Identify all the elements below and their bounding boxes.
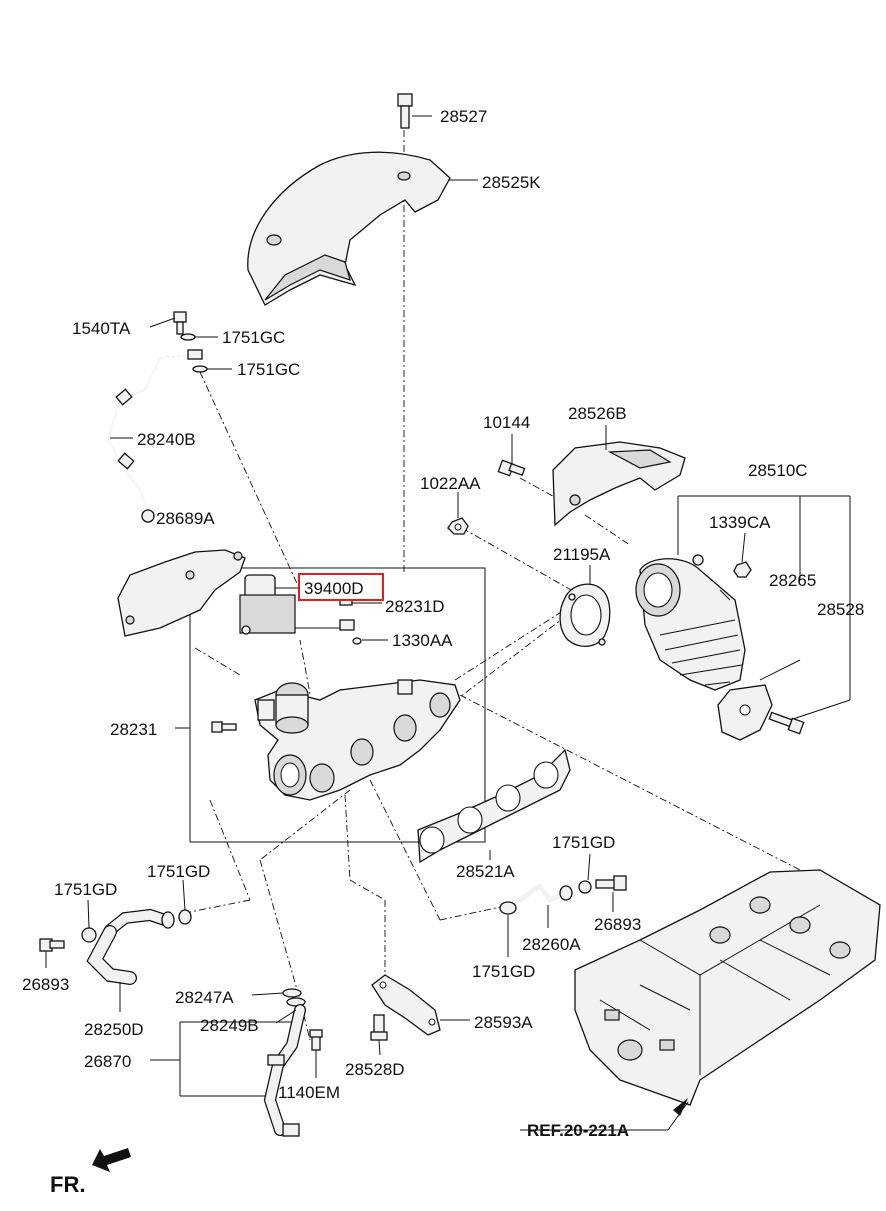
bolt-1540TA bbox=[173, 311, 208, 373]
label-28527[interactable]: 28527 bbox=[440, 107, 487, 126]
label-1751GC-upper[interactable]: 1751GC bbox=[222, 328, 285, 347]
turbo-manifold-28231 bbox=[254, 679, 461, 801]
pipe-28260A bbox=[499, 875, 627, 915]
group-brackets bbox=[150, 495, 851, 1097]
leader-lines bbox=[45, 115, 746, 1131]
label-28526B[interactable]: 28526B bbox=[568, 404, 627, 423]
label-28528D[interactable]: 28528D bbox=[345, 1060, 405, 1079]
label-1751GD-center[interactable]: 1751GD bbox=[147, 862, 210, 881]
label-front-direction: FR. bbox=[50, 1172, 85, 1197]
label-ref-cylinder-head[interactable]: REF.20-221A bbox=[527, 1121, 629, 1140]
label-1330AA[interactable]: 1330AA bbox=[392, 631, 453, 650]
label-1751GC-lower[interactable]: 1751GC bbox=[237, 360, 300, 379]
label-1751GD-right-lower[interactable]: 1751GD bbox=[472, 962, 535, 981]
ref-arrow-icon bbox=[673, 1098, 688, 1116]
part-labels: 28527 28525K 1540TA 1751GC 1751GC 28240B… bbox=[22, 107, 864, 1197]
label-1022AA[interactable]: 1022AA bbox=[420, 474, 481, 493]
label-10144[interactable]: 10144 bbox=[483, 413, 530, 432]
catalytic-converter-28510C bbox=[635, 558, 746, 691]
heat-shield-28525K bbox=[247, 151, 451, 306]
label-26893-left[interactable]: 26893 bbox=[22, 975, 69, 994]
label-21195A[interactable]: 21195A bbox=[553, 545, 611, 564]
highlight-box-39400D bbox=[298, 573, 384, 601]
label-28231D[interactable]: 28231D bbox=[385, 597, 445, 616]
bracket-28593A bbox=[370, 974, 441, 1041]
label-28247A[interactable]: 28247A bbox=[175, 988, 234, 1007]
label-26893-right[interactable]: 26893 bbox=[594, 915, 641, 934]
label-28525K[interactable]: 28525K bbox=[482, 173, 541, 192]
bolt-28528 bbox=[768, 711, 805, 735]
nut-1339CA bbox=[692, 554, 752, 578]
label-28265[interactable]: 28265 bbox=[769, 571, 816, 590]
gasket-21195A bbox=[559, 583, 611, 647]
label-28249B[interactable]: 28249B bbox=[200, 1016, 259, 1035]
label-1339CA[interactable]: 1339CA bbox=[709, 513, 771, 532]
gasket-28521A bbox=[417, 748, 571, 864]
cylinder-head bbox=[574, 869, 881, 1106]
bolt-28527 bbox=[397, 93, 413, 129]
label-28593A[interactable]: 28593A bbox=[474, 1013, 533, 1032]
label-28689A[interactable]: 28689A bbox=[156, 509, 215, 528]
bracket-28265 bbox=[717, 684, 773, 741]
nut-1022AA bbox=[447, 517, 469, 535]
label-28510C[interactable]: 28510C bbox=[748, 461, 808, 480]
hose-28250D bbox=[39, 908, 192, 985]
label-1751GD-right-upper[interactable]: 1751GD bbox=[552, 833, 615, 852]
label-28260A[interactable]: 28260A bbox=[522, 935, 581, 954]
label-1751GD-left[interactable]: 1751GD bbox=[54, 880, 117, 899]
label-26870[interactable]: 26870 bbox=[84, 1052, 131, 1071]
bolt-10144 bbox=[497, 459, 526, 477]
label-28250D[interactable]: 28250D bbox=[84, 1020, 144, 1039]
bolt-28231-left bbox=[211, 721, 237, 733]
heat-shield-28526B bbox=[552, 441, 686, 527]
label-28240B[interactable]: 28240B bbox=[137, 430, 196, 449]
actuator-39400D bbox=[239, 574, 355, 635]
heat-shield-28689A bbox=[117, 549, 246, 637]
label-28231[interactable]: 28231 bbox=[110, 720, 157, 739]
label-28521A[interactable]: 28521A bbox=[456, 862, 515, 881]
label-1540TA[interactable]: 1540TA bbox=[72, 319, 131, 338]
label-39400D[interactable]: 39400D bbox=[304, 579, 364, 598]
oil-pipe-28240B bbox=[107, 349, 203, 523]
label-1140EM[interactable]: 1140EM bbox=[278, 1083, 340, 1102]
pipe-assembly-26870 bbox=[263, 988, 323, 1137]
label-28528[interactable]: 28528 bbox=[817, 600, 864, 619]
front-arrow-icon bbox=[92, 1148, 131, 1172]
